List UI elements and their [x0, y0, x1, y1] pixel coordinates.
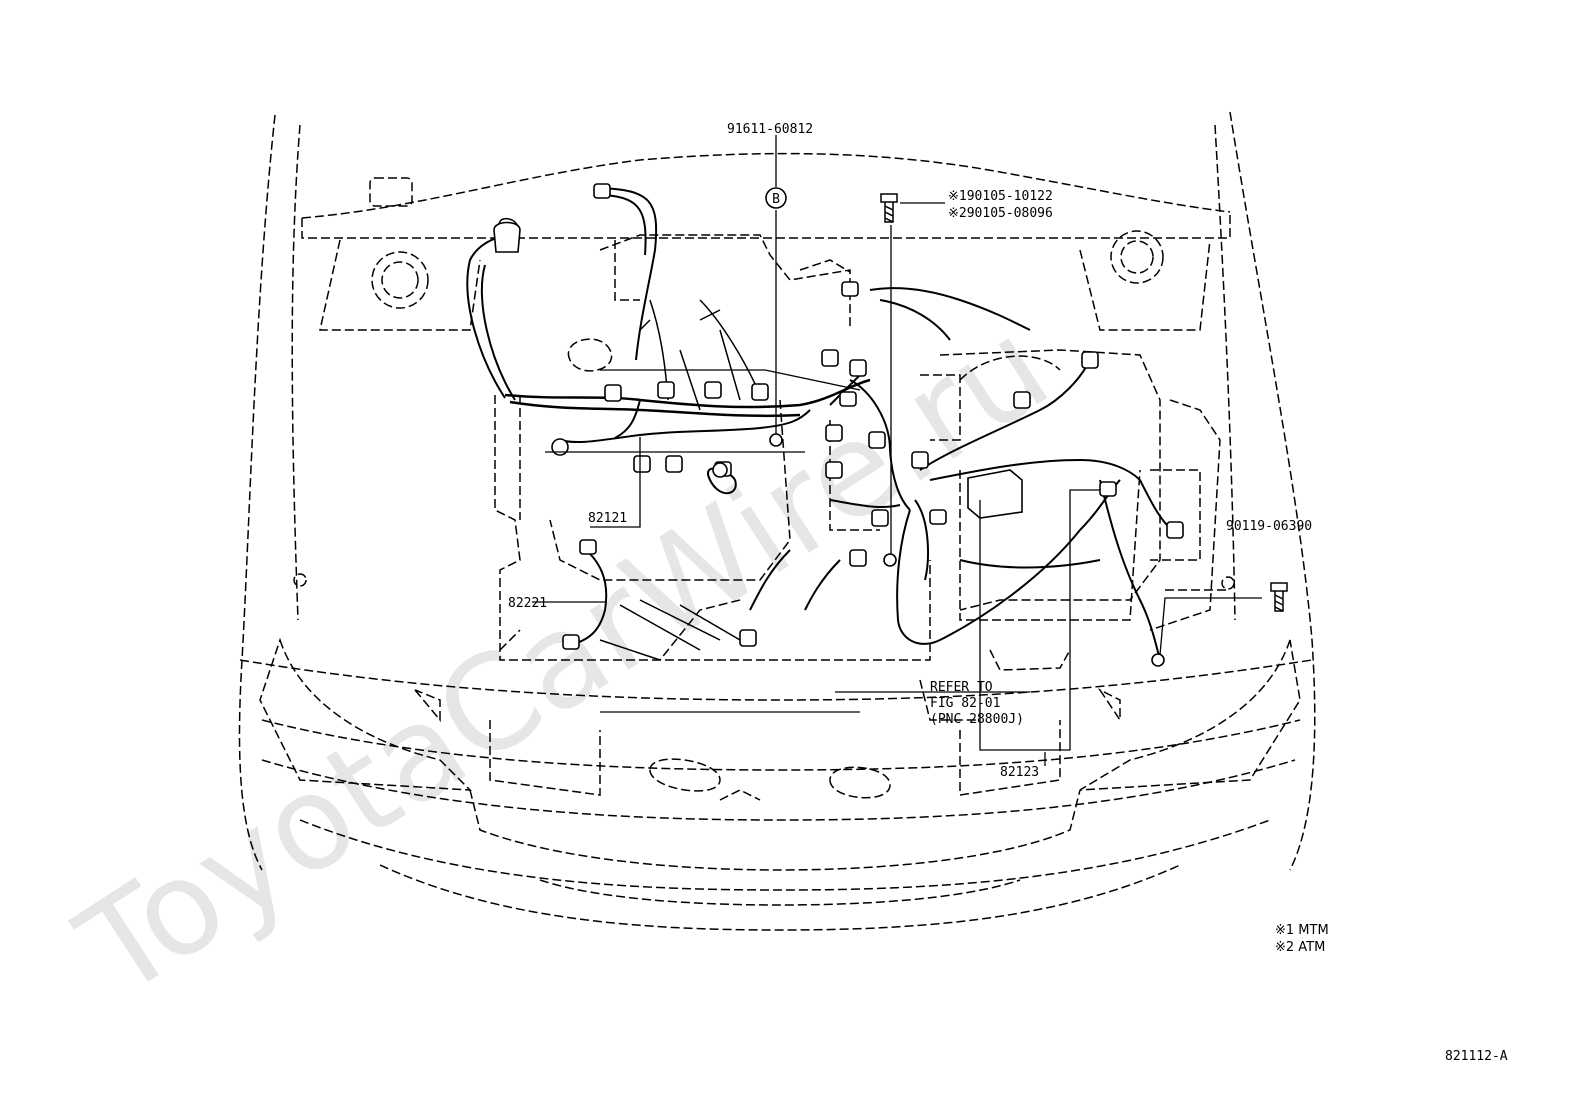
- legend: ※1 MTM ※2 ATM: [1275, 923, 1329, 955]
- bolt-marker-b-label: B: [772, 192, 780, 207]
- legend-item-atm: ※2 ATM: [1275, 940, 1325, 955]
- watermark-text: ToyotaCarWire.ru: [53, 290, 1074, 1027]
- leader-lines: [532, 135, 1262, 766]
- callout-bolt-right: 90119-06390: [1226, 519, 1312, 534]
- callout-screw-atm: ※290105-08096: [948, 206, 1053, 221]
- callout-screw-mtm: ※190105-10122: [948, 189, 1053, 204]
- bolt-marker-b: B: [765, 187, 787, 209]
- wiring-harness-82121: [466, 187, 1173, 661]
- callout-harness-82121: 82121: [588, 511, 627, 526]
- figure-code: 821112-A: [1445, 1049, 1508, 1064]
- callout-bolt-top: 91611-60812: [727, 122, 813, 137]
- vehicle-body-outline: [238, 111, 1316, 931]
- callout-refer-line2: FIG 82-01: [930, 696, 1000, 711]
- callout-refer-line3: (PNC 28800J): [930, 712, 1024, 727]
- callout-harness-82123: 82123: [1000, 765, 1039, 780]
- screw-icon-right: [1270, 582, 1288, 612]
- screw-icon-top: [880, 193, 898, 223]
- legend-item-mtm: ※1 MTM: [1275, 923, 1329, 938]
- callout-refer-line1: REFER TO: [930, 680, 993, 695]
- callout-harness-82221: 82221: [508, 596, 547, 611]
- harness-connectors: [493, 183, 1184, 667]
